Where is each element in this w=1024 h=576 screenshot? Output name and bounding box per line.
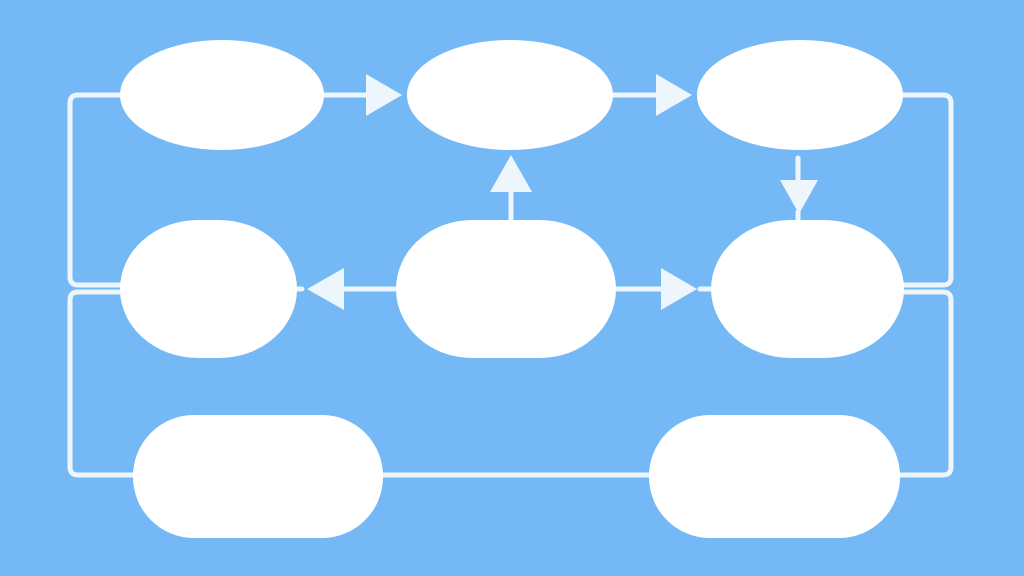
arrowhead-right-top-right — [656, 74, 692, 116]
arrowhead-down-middle-right — [780, 180, 818, 214]
node-bottom-right — [649, 415, 900, 538]
arrowhead-left-middle-left — [307, 268, 344, 310]
node-middle-left — [120, 220, 297, 358]
connector-top-right-to-middle-right — [897, 92, 954, 288]
node-middle-center — [396, 220, 616, 358]
connector-middle-right-to-bottom-right — [892, 289, 954, 478]
node-top-center — [407, 40, 613, 150]
arrowhead-layer — [307, 74, 818, 310]
node-top-left — [120, 40, 324, 150]
node-bottom-left — [133, 415, 383, 538]
connector-middle-left-to-bottom-left — [67, 289, 143, 478]
node-middle-right — [711, 220, 904, 358]
arrowhead-right-middle-right — [661, 268, 697, 310]
arrowhead-right-top-center — [366, 74, 402, 116]
arrowhead-up-top-center — [490, 155, 532, 192]
connector-top-left-to-middle-left — [67, 92, 128, 288]
node-top-right — [697, 40, 903, 150]
node-layer — [120, 40, 904, 538]
